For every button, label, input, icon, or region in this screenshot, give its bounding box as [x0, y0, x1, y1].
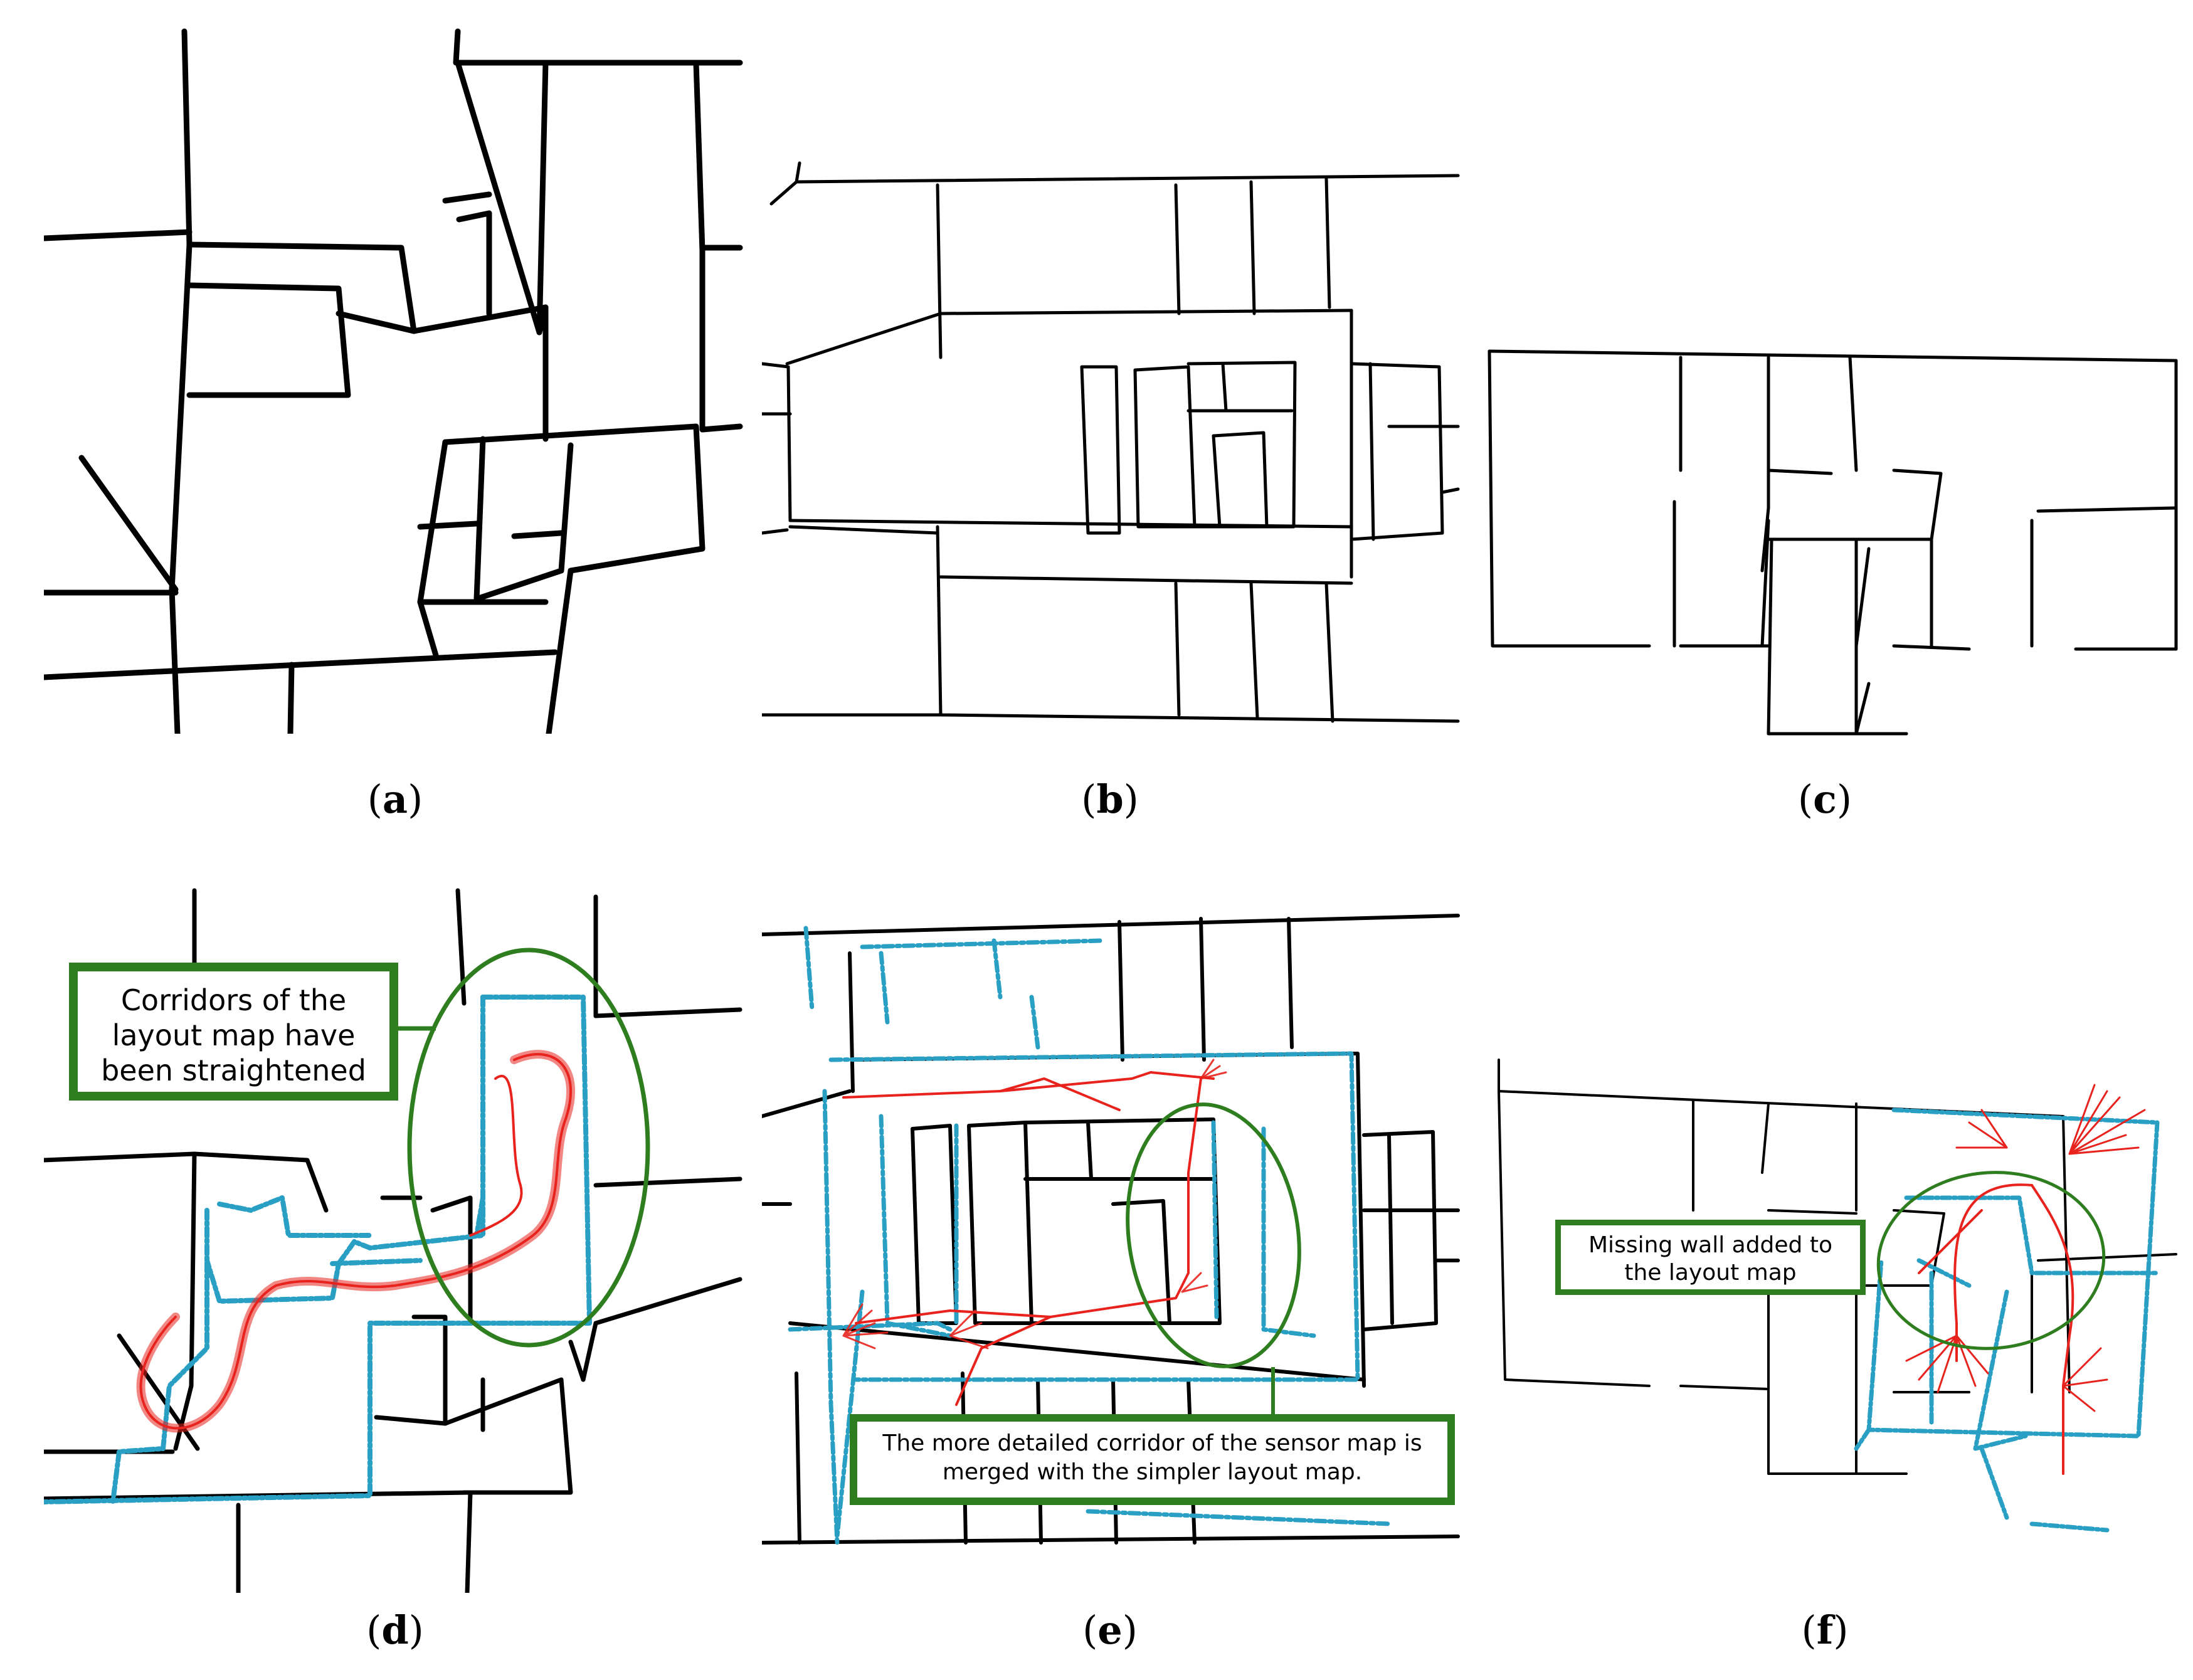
panel-d-merged-map: [44, 888, 742, 1593]
panel-b-sensor-map: [762, 161, 1460, 723]
callout-corridor-merged: The more detailed corridor of the sensor…: [850, 1414, 1455, 1505]
caption-f: (f): [1801, 1607, 1849, 1653]
caption-d: (d): [366, 1607, 424, 1653]
callout-corridors-straightened: Corridors of the layout map have been st…: [69, 963, 398, 1101]
panel-a-layout-map: [44, 28, 743, 734]
caption-a: (a): [367, 776, 423, 822]
caption-b: (b): [1081, 776, 1139, 822]
caption-c: (c): [1797, 776, 1852, 822]
callout-missing-wall: Missing wall added to the layout map: [1555, 1220, 1866, 1295]
panel-f-merged-map: [1498, 1059, 2177, 1533]
caption-e: (e): [1082, 1607, 1138, 1653]
panel-c-layout-map: [1488, 349, 2178, 736]
